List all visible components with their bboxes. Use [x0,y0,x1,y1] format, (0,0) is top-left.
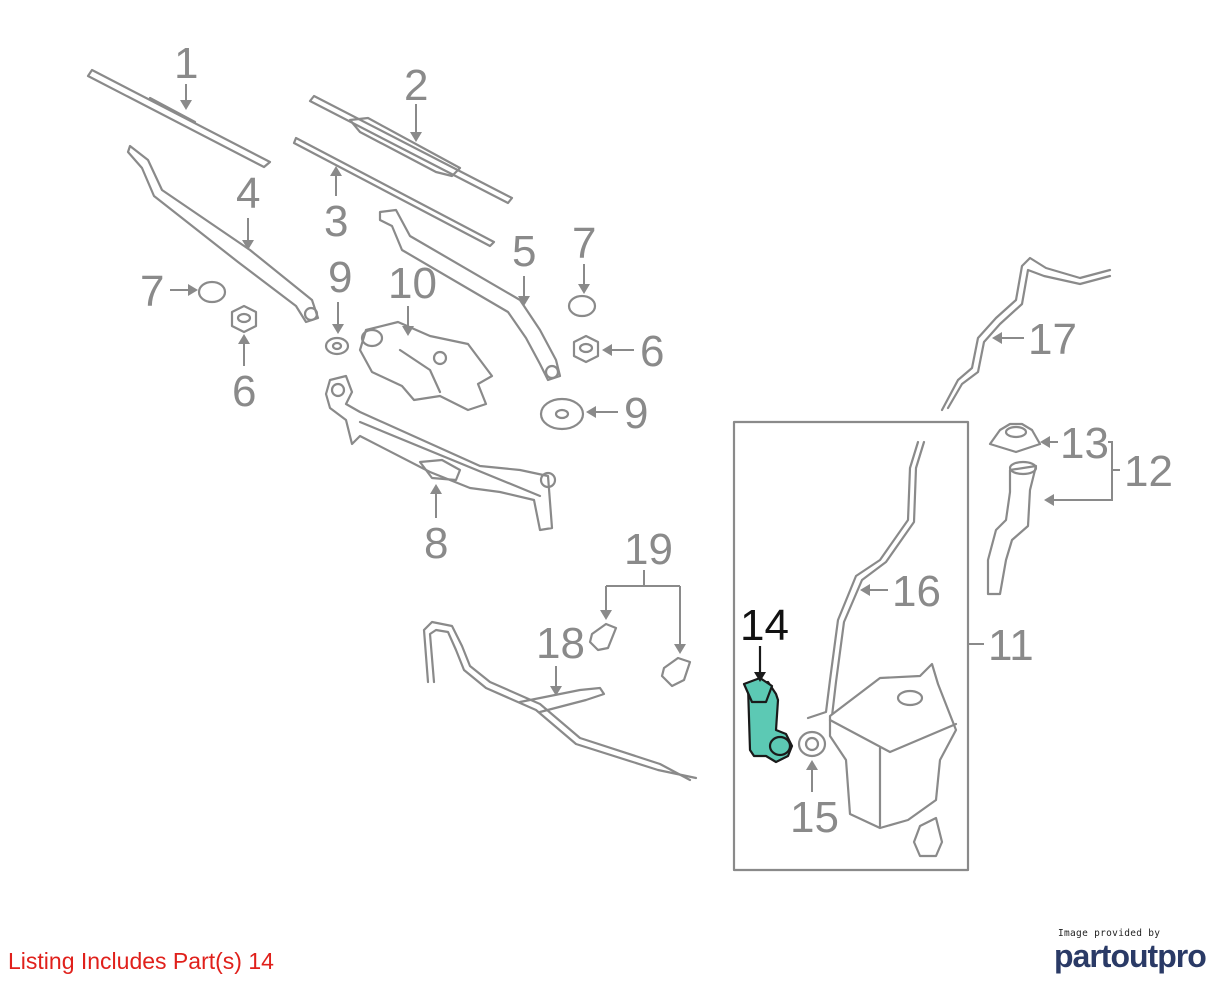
callout-11: 11 [988,621,1034,670]
provider-credit: Image provided by partoutpro [1054,928,1214,973]
part-16-reservoir-hose [806,440,926,720]
callout-13: 13 [1060,419,1109,468]
callout-6-left: 6 [232,367,256,416]
leader-lines [170,84,1120,792]
callout-7-right: 7 [572,219,596,268]
callout-6-right: 6 [640,327,664,376]
part-10-wiper-motor [358,320,494,412]
part-15-grommet [797,730,827,758]
part-5-wiper-arm [378,208,562,382]
part-8-wiper-linkage [324,374,557,532]
part-7-cap-right [567,294,597,318]
provider-caption: Image provided by [1058,928,1161,939]
part-3-blade-refill [292,136,496,248]
callout-14: 14 [740,601,789,650]
part-17-washer-hose [940,256,1112,412]
part-4-wiper-arm [126,144,320,324]
part-1-wiper-blade [86,68,272,169]
callout-16: 16 [892,567,941,616]
callout-3: 3 [324,197,348,246]
part-14-washer-pump [742,676,794,764]
part-9-washer-large [539,397,585,431]
part-2-wiper-blade [308,94,514,205]
callout-numbers: 1 2 3 4 5 6 6 7 7 8 9 9 10 11 12 13 14 1… [140,39,1173,842]
callout-4: 4 [236,169,260,218]
part-6-nut-right [572,334,600,364]
callout-18: 18 [536,619,585,668]
part-6-nut-left [230,304,258,334]
part-9-washer-small [324,336,350,356]
part-19-washer-nozzle-right [660,656,692,688]
part-13-reservoir-cap [988,422,1042,454]
callout-5: 5 [512,227,536,276]
callout-2: 2 [404,61,428,110]
callout-1: 1 [174,39,198,88]
callout-12: 12 [1124,447,1173,496]
callout-9-right: 9 [624,389,648,438]
part-11-washer-reservoir [828,662,958,858]
part-19-washer-nozzle-left [588,622,618,652]
callout-17: 17 [1028,315,1077,364]
part-18-nozzle-hose [422,620,698,782]
callout-9-top: 9 [328,253,352,302]
listing-includes-text: Listing Includes Part(s) 14 [8,948,274,974]
callout-7-left: 7 [140,267,164,316]
callout-8: 8 [424,519,448,568]
partoutpro-logo: partoutpro [1054,938,1207,974]
callout-19: 19 [624,525,673,574]
part-12-filler-neck [986,460,1038,596]
part-7-cap-left [197,280,227,304]
callout-15: 15 [790,793,839,842]
callout-10: 10 [388,259,437,308]
part-11-reservoir-group-box [732,420,970,872]
